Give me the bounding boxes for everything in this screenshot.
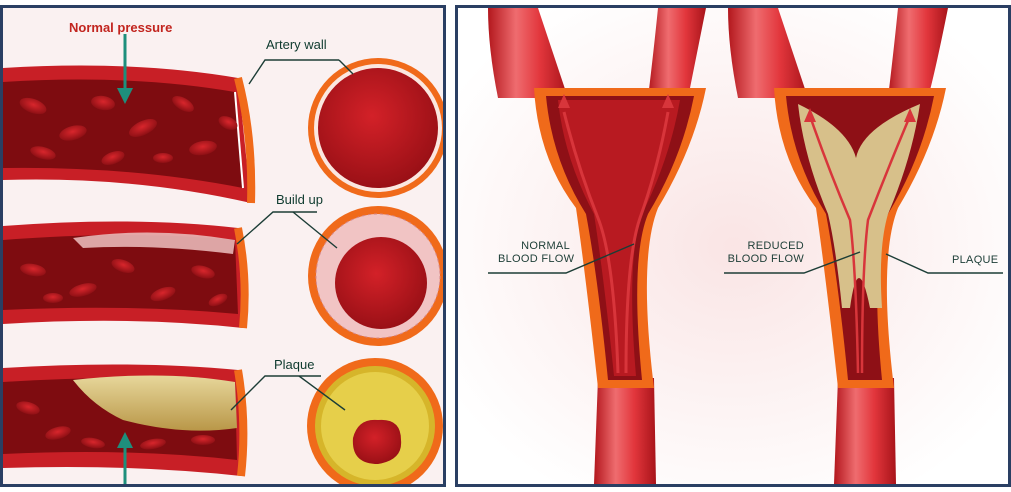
normal-pressure-label: Normal pressure: [69, 20, 172, 35]
plaque-label-right: PLAQUE: [952, 254, 998, 267]
reduced-blood-flow-label-line2: BLOOD FLOW: [724, 253, 804, 266]
reduced-blood-flow-label: REDUCED BLOOD FLOW: [724, 240, 804, 266]
normal-blood-flow-label-line2: BLOOD FLOW: [498, 253, 570, 266]
plaque-cross-section: [307, 358, 443, 484]
left-panel: Normal pressure Artery wall Build up Pla…: [0, 5, 446, 487]
build-up-label: Build up: [276, 192, 323, 207]
normal-blood-flow-label-line1: NORMAL: [498, 240, 570, 253]
artery-normal: [3, 66, 251, 203]
build-up-cross-section: [308, 206, 443, 346]
left-artery-illustration: [3, 8, 443, 484]
normal-blood-flow-label: NORMAL BLOOD FLOW: [498, 240, 570, 266]
artery-plaque: [3, 364, 243, 476]
right-panel: NORMAL BLOOD FLOW REDUCED BLOOD FLOW PLA…: [455, 5, 1011, 487]
reduced-blood-flow-label-line1: REDUCED: [724, 240, 804, 253]
plaque-label: Plaque: [274, 357, 314, 372]
artery-wall-label: Artery wall: [266, 37, 327, 52]
artery-wall-cross-section: [308, 58, 443, 198]
artery-build-up: [3, 221, 245, 328]
